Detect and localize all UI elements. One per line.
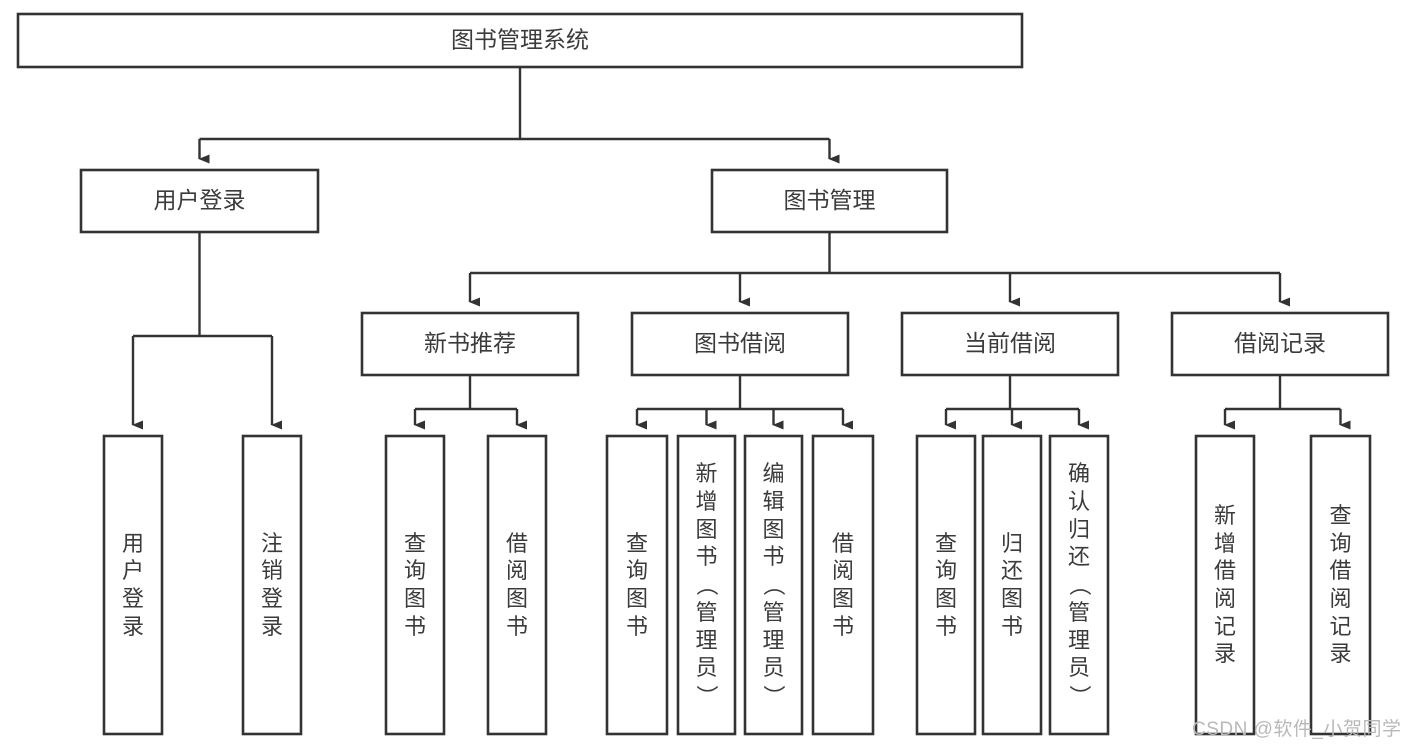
- node-leaf-return-book-rect[interactable]: [981, 434, 1043, 736]
- node-borrow-record-rect[interactable]: [1170, 311, 1390, 377]
- node-book-manage-rect[interactable]: [710, 168, 949, 234]
- node-leaf-borrow-book-1[interactable]: [486, 434, 548, 736]
- node-user-login[interactable]: 用户登录: [79, 168, 320, 234]
- edges-layer: [131, 67, 1351, 430]
- node-new-book-recommend[interactable]: 新书推荐: [360, 311, 580, 377]
- node-leaf-add-borrow-record-rect[interactable]: [1194, 434, 1256, 736]
- node-current-borrow[interactable]: 当前借阅: [900, 311, 1120, 377]
- node-leaf-add-book-admin-rect[interactable]: [676, 434, 737, 736]
- node-leaf-query-borrow-record-rect[interactable]: [1309, 434, 1372, 736]
- node-user-login-label: 用户登录: [154, 187, 246, 213]
- node-leaf-edit-book-admin[interactable]: [743, 434, 804, 736]
- node-current-borrow-rect[interactable]: [900, 311, 1120, 377]
- node-new-book-recommend-label: 新书推荐: [424, 330, 516, 356]
- node-leaf-borrow-book-1-rect[interactable]: [486, 434, 548, 736]
- node-book-borrow[interactable]: 图书借阅: [630, 311, 850, 377]
- node-root[interactable]: 图书管理系统: [16, 12, 1024, 69]
- node-leaf-return-book[interactable]: [981, 434, 1043, 736]
- node-leaf-query-book-2[interactable]: [605, 434, 669, 736]
- node-leaf-query-book-3[interactable]: [915, 434, 977, 736]
- node-book-borrow-rect[interactable]: [630, 311, 850, 377]
- node-leaf-logout-login-rect[interactable]: [241, 434, 303, 736]
- node-leaf-confirm-return-admin[interactable]: [1048, 434, 1110, 736]
- node-leaf-query-book-2-rect[interactable]: [605, 434, 669, 736]
- node-leaf-user-login[interactable]: [102, 434, 164, 736]
- node-leaf-query-book-3-rect[interactable]: [915, 434, 977, 736]
- node-book-borrow-label: 图书借阅: [694, 330, 786, 356]
- node-book-manage[interactable]: 图书管理: [710, 168, 949, 234]
- node-book-manage-label: 图书管理: [784, 187, 876, 213]
- node-root-rect[interactable]: [16, 12, 1024, 69]
- node-leaf-borrow-book-2-rect[interactable]: [811, 434, 875, 736]
- node-leaf-confirm-return-admin-rect[interactable]: [1048, 434, 1110, 736]
- node-user-login-rect[interactable]: [79, 168, 320, 234]
- node-new-book-recommend-rect[interactable]: [360, 311, 580, 377]
- node-leaf-user-login-rect[interactable]: [102, 434, 164, 736]
- node-leaf-query-book-1[interactable]: [384, 434, 446, 736]
- node-borrow-record[interactable]: 借阅记录: [1170, 311, 1390, 377]
- node-leaf-add-borrow-record[interactable]: [1194, 434, 1256, 736]
- node-leaf-query-book-1-rect[interactable]: [384, 434, 446, 736]
- node-leaf-query-borrow-record[interactable]: [1309, 434, 1372, 736]
- node-current-borrow-label: 当前借阅: [964, 330, 1056, 356]
- node-leaf-logout-login[interactable]: [241, 434, 303, 736]
- node-leaf-add-book-admin[interactable]: [676, 434, 737, 736]
- node-borrow-record-label: 借阅记录: [1234, 330, 1326, 356]
- node-leaf-edit-book-admin-rect[interactable]: [743, 434, 804, 736]
- node-root-label: 图书管理系统: [451, 27, 589, 53]
- node-leaf-borrow-book-2[interactable]: [811, 434, 875, 736]
